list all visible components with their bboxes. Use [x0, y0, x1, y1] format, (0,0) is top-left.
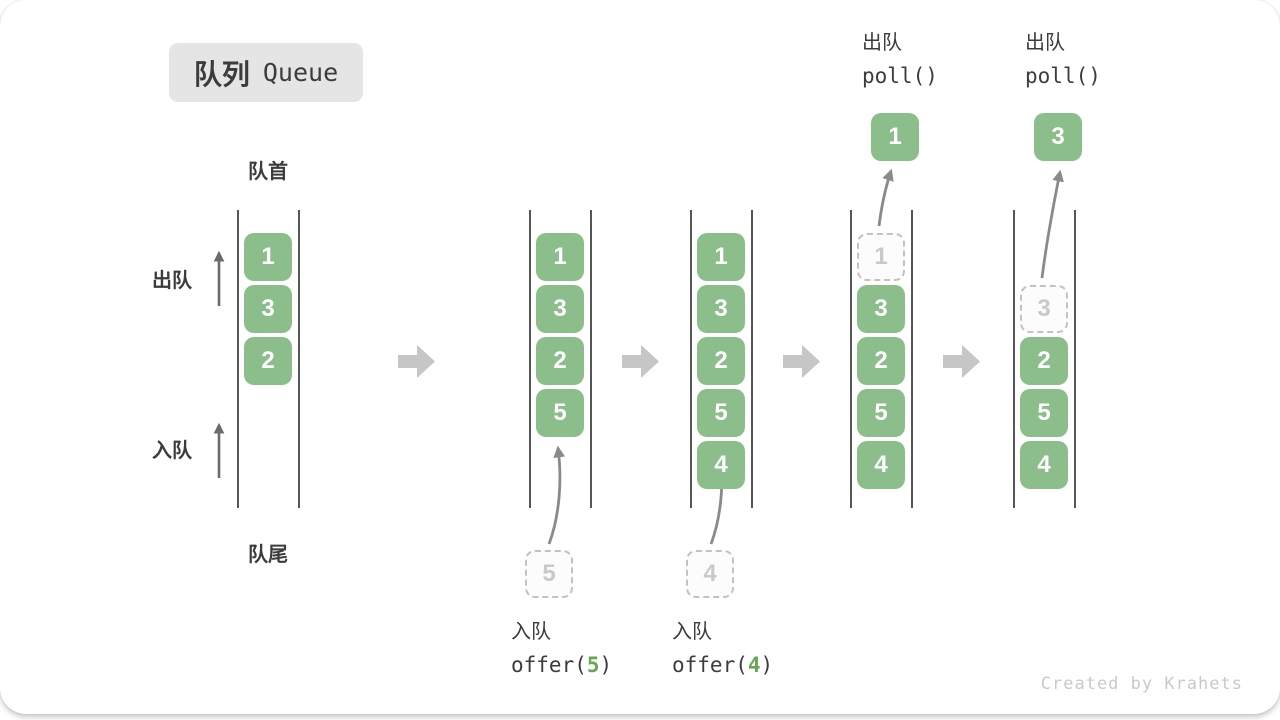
- title-en: Queue: [262, 58, 339, 87]
- label-enqueue: 入队: [152, 440, 192, 462]
- queue-cell: 1: [536, 233, 584, 281]
- queue-cell: 3: [536, 285, 584, 333]
- queue-wall-left: [850, 210, 852, 508]
- queue-wall-left: [237, 210, 239, 508]
- operation-action: 出队: [862, 32, 902, 54]
- dequeue-path-arrow-icon: [877, 168, 894, 227]
- operation-argument: 4: [747, 653, 761, 677]
- operation-code: offer(4): [672, 653, 774, 677]
- incoming-element-box: 4: [686, 550, 734, 598]
- dequeue-path-arrow-icon: [1040, 169, 1064, 279]
- operation-action: 入队: [511, 621, 551, 643]
- queue-cell: 2: [697, 337, 745, 385]
- incoming-element-box: 5: [525, 550, 573, 598]
- queue-cell: 2: [244, 337, 292, 385]
- queue-wall-right: [298, 210, 300, 508]
- queue-wall-left: [1013, 210, 1015, 508]
- queue-wall-right: [911, 210, 913, 508]
- credit-text: Created by Krahets: [1040, 674, 1243, 694]
- queue-wall-left: [690, 210, 692, 508]
- queue-wall-left: [529, 210, 531, 508]
- queue-cell: 4: [857, 441, 905, 489]
- operation-action: 出队: [1025, 32, 1065, 54]
- queue-cell: 5: [1020, 389, 1068, 437]
- queue-cell: 4: [1020, 441, 1068, 489]
- dequeue-operation-label: 出队 poll(): [1025, 27, 1101, 93]
- operation-code: poll(): [862, 64, 938, 88]
- next-step-arrow-icon: [943, 345, 980, 378]
- enqueue-path-arrow-icon: [547, 445, 566, 545]
- queue-cell: 5: [857, 389, 905, 437]
- queue-cell: 1: [697, 233, 745, 281]
- operation-code: offer(5): [511, 653, 613, 677]
- title-zh: 队列: [193, 58, 250, 90]
- next-step-arrow-icon: [622, 345, 659, 378]
- queue-cell: 4: [697, 441, 745, 489]
- label-dequeue: 出队: [152, 270, 192, 292]
- queue-wall-right: [590, 210, 592, 508]
- operation-argument: 5: [586, 653, 600, 677]
- queue-cell: 5: [697, 389, 745, 437]
- queue-cell: 2: [1020, 337, 1068, 385]
- queue-cell: 2: [536, 337, 584, 385]
- next-step-arrow-icon: [783, 345, 820, 378]
- queue-cell: 3: [857, 285, 905, 333]
- enqueue-operation-label: 入队 offer(4): [672, 616, 773, 682]
- queue-cell: 1: [244, 233, 292, 281]
- queue-cell: 3: [244, 285, 292, 333]
- queue-wall-right: [1074, 210, 1076, 508]
- queue-cell-removed: 3: [1020, 285, 1068, 333]
- operation-code: poll(): [1025, 64, 1101, 88]
- title-box: 队列 Queue: [169, 43, 363, 102]
- queue-cell: 5: [536, 389, 584, 437]
- queue-wall-right: [751, 210, 753, 508]
- label-queue-rear: 队尾: [248, 544, 288, 566]
- operation-action: 入队: [672, 621, 712, 643]
- queue-cell-removed: 1: [857, 233, 905, 281]
- enqueue-operation-label: 入队 offer(5): [511, 616, 612, 682]
- queue-cell: 2: [857, 337, 905, 385]
- next-step-arrow-icon: [398, 345, 435, 378]
- popped-element-box: 3: [1034, 113, 1082, 161]
- popped-element-box: 1: [871, 113, 919, 161]
- label-queue-front: 队首: [248, 161, 288, 183]
- queue-cell: 3: [697, 285, 745, 333]
- dequeue-operation-label: 出队 poll(): [862, 27, 938, 93]
